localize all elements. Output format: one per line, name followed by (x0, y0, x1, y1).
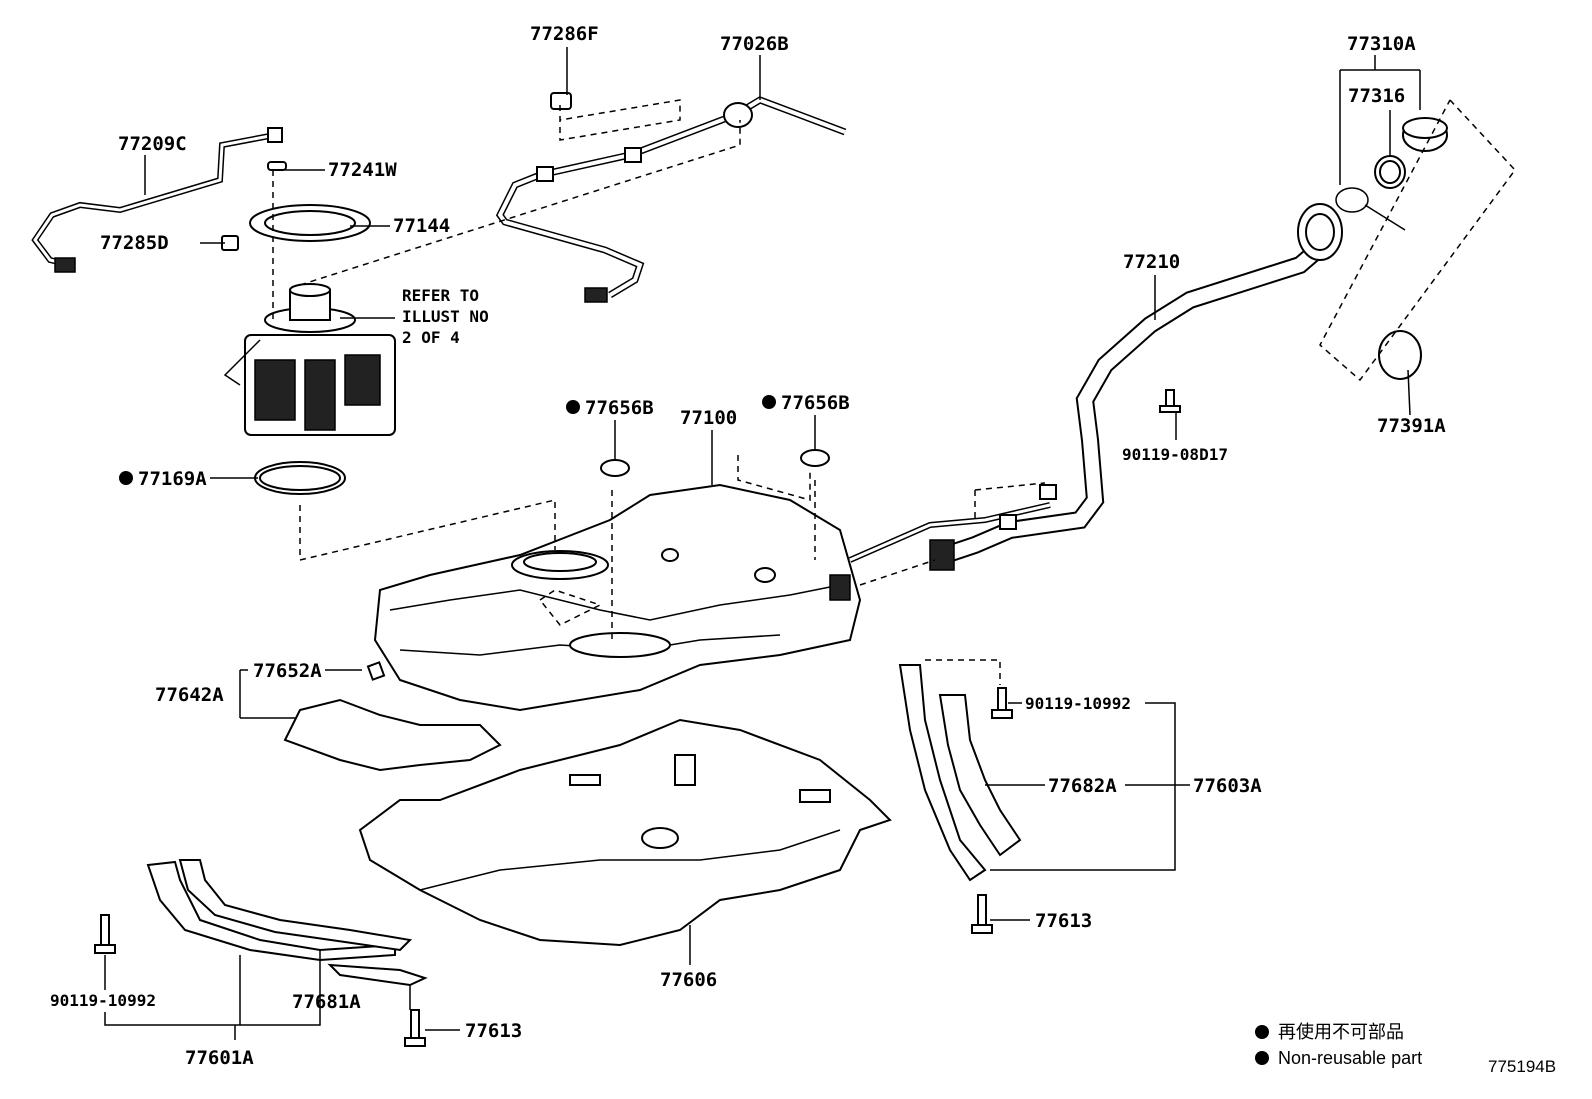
label-77209C[interactable]: 77209C (118, 133, 187, 155)
label-77144[interactable]: 77144 (393, 215, 450, 237)
bolt-77613-left (404, 1009, 426, 1047)
pump-retainer-ring (249, 204, 371, 242)
label-77286F[interactable]: 77286F (530, 23, 599, 45)
label-77210[interactable]: 77210 (1123, 251, 1180, 273)
bolt-90119-10992-right (991, 687, 1013, 719)
bolt-90119-10992-left (94, 914, 116, 954)
under-cover-77606 (358, 718, 892, 947)
grommet-77656B-left (600, 459, 630, 477)
grommet-77656B-right (800, 449, 830, 467)
refer-note-line2: ILLUST NO (402, 307, 489, 326)
label-77391A[interactable]: 77391A (1377, 415, 1446, 437)
vent-tube-77026B (495, 96, 847, 303)
label-77606[interactable]: 77606 (660, 969, 717, 991)
label-77681A[interactable]: 77681A (292, 991, 361, 1013)
legend-bullet-2 (1255, 1051, 1269, 1065)
bolt-90119-08D17 (1159, 389, 1181, 413)
legend-line1: 再使用不可部品 (1278, 1022, 1404, 1042)
refer-note-line1: REFER TO (402, 286, 479, 305)
gasket-77391A (1378, 330, 1422, 380)
refer-note: REFER TO ILLUST NO 2 OF 4 (402, 286, 489, 347)
legend-line2: Non-reusable part (1278, 1048, 1422, 1068)
label-77601A[interactable]: 77601A (185, 1047, 254, 1069)
strap-77681A (146, 859, 428, 987)
cap-seal (1374, 155, 1406, 189)
label-90119-08D17[interactable]: 90119-08D17 (1122, 445, 1228, 464)
label-77285D[interactable]: 77285D (100, 232, 169, 254)
label-77310A[interactable]: 77310A (1347, 33, 1416, 55)
label-77642A[interactable]: 77642A (155, 684, 224, 706)
filler-pipe-77210 (848, 203, 1343, 571)
label-77613-right[interactable]: 77613 (1035, 910, 1092, 932)
label-77100[interactable]: 77100 (680, 407, 737, 429)
refer-note-line3: 2 OF 4 (402, 328, 460, 347)
cushion-77652A (366, 661, 386, 681)
fuel-tank-77100 (373, 483, 862, 712)
bolt-77613-right (971, 894, 993, 934)
label-77241W[interactable]: 77241W (328, 159, 397, 181)
label-77316[interactable]: 77316 (1348, 85, 1405, 107)
label-77652A[interactable]: 77652A (253, 660, 322, 682)
tether-ring (1335, 187, 1406, 231)
fuel-pump-assembly (223, 283, 396, 436)
part-labels: 77286F 77026B 77310A 77316 77209C 77241W… (50, 23, 1446, 1069)
legend-bullet-1 (1255, 1025, 1269, 1039)
label-77656B-right[interactable]: 77656B (781, 392, 850, 414)
strap-77682A (898, 664, 1022, 882)
non-reusable-markers (119, 395, 776, 485)
label-77026B[interactable]: 77026B (720, 33, 789, 55)
fuel-cap-77316 (1402, 117, 1448, 152)
fuel-tube-77209C (31, 127, 283, 273)
label-77656B-left[interactable]: 77656B (585, 397, 654, 419)
leader-lines (104, 47, 1421, 1040)
label-77603A[interactable]: 77603A (1193, 775, 1262, 797)
assembly-dashed-lines (272, 99, 1516, 685)
figure-id: 775194B (1488, 1057, 1556, 1076)
label-77169A[interactable]: 77169A (138, 468, 207, 490)
gasket-77169A (254, 461, 346, 495)
pump-clip (267, 161, 287, 171)
protector-77642A (283, 698, 502, 772)
label-77613-left[interactable]: 77613 (465, 1020, 522, 1042)
label-90119-10992-right[interactable]: 90119-10992 (1025, 694, 1131, 713)
clip-77286F (550, 92, 572, 110)
label-77682A[interactable]: 77682A (1048, 775, 1117, 797)
label-90119-10992-left[interactable]: 90119-10992 (50, 991, 156, 1010)
legend: 再使用不可部品 Non-reusable part (1255, 1022, 1422, 1068)
